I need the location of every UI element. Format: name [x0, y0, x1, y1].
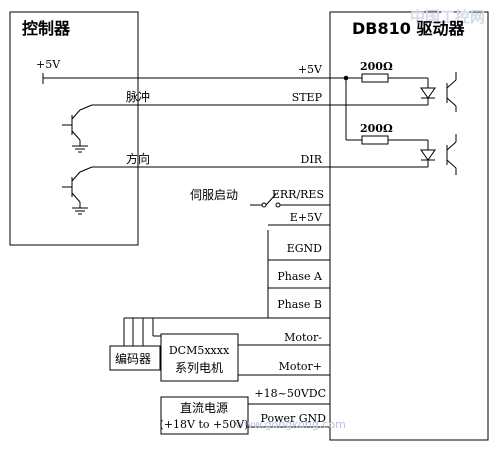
- watermark-logo: 中国工控网: [410, 8, 485, 26]
- power-range-label: (+18V to +50V): [160, 418, 249, 431]
- controller-v5-label: +5V: [36, 58, 61, 71]
- resistor-2: [361, 135, 389, 145]
- pin-err-res: ERR/RES: [272, 188, 324, 201]
- controller-box: [9, 11, 139, 246]
- power-title-label: 直流电源: [180, 401, 228, 415]
- pin-motor-plus: Motor+: [279, 360, 322, 373]
- led-1: [420, 87, 436, 99]
- pin-step: STEP: [292, 91, 323, 104]
- resistor-1: [361, 73, 389, 83]
- watermark-url: www.gongkong.com: [235, 418, 346, 431]
- servo-enable-label: 伺服启动: [190, 188, 238, 202]
- motor-box: [160, 333, 239, 382]
- pin-power-gnd: Power GND: [261, 412, 327, 425]
- pin-dir: DIR: [301, 153, 323, 166]
- led-2: [420, 149, 436, 161]
- pulse-label: 脉冲: [126, 89, 150, 104]
- pin-e5v: E+5V: [290, 211, 323, 224]
- pin-phase-b: Phase B: [277, 298, 322, 311]
- motor-series-label: 系列电机: [175, 361, 223, 375]
- pin-egnd: EGND: [287, 242, 322, 255]
- resistor-1-label: 200Ω: [360, 60, 393, 73]
- pin-v5: +5V: [298, 63, 323, 76]
- pin-phase-a: Phase A: [277, 270, 323, 283]
- encoder-label: 编码器: [115, 351, 151, 366]
- resistor-2-label: 200Ω: [360, 122, 393, 135]
- driver-title: DB810 驱动器: [352, 19, 465, 38]
- pin-power-vdc: +18~50VDC: [254, 387, 326, 400]
- switch-lever: [265, 193, 277, 206]
- pin-motor-minus: Motor-: [284, 331, 322, 344]
- power-box: [160, 396, 249, 435]
- driver-box: [329, 11, 489, 441]
- controller-title: 控制器: [22, 19, 71, 38]
- direction-label: 方向: [126, 151, 150, 166]
- motor-model-label: DCM5xxxx: [169, 344, 230, 357]
